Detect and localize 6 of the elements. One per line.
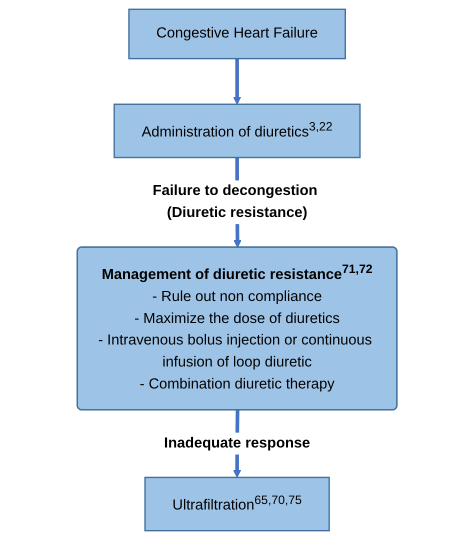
arrow — [232, 58, 241, 105]
edge-label: Failure to decongestion (Diuretic resistance) — [152, 183, 318, 221]
node-box: Administration of diuretics$^{3,22}$ — [113, 104, 361, 158]
edge-label: Inadequate response — [164, 435, 310, 451]
node-box: Ultrafiltration$^{65,70,75}$ — [144, 476, 330, 532]
node-box: Congestive Heart Failure — [128, 8, 346, 60]
